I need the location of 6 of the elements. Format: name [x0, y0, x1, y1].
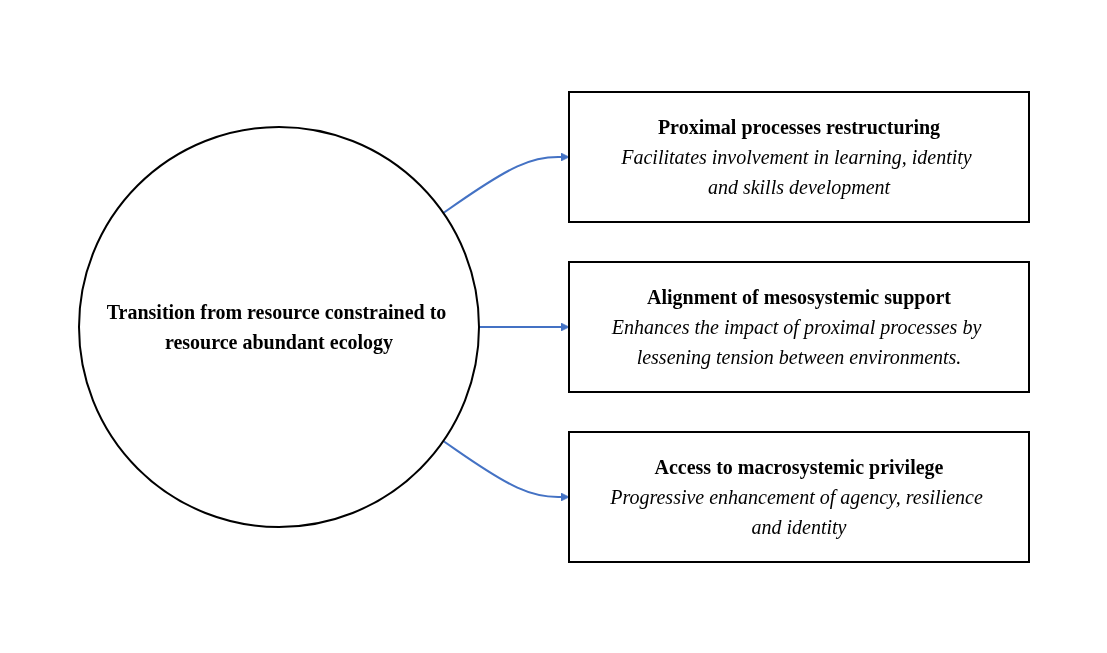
node-box: Proximal processes restructuring Facilitates involvement in learning, identity and skills development: [567, 90, 1030, 223]
arrow: [441, 439, 569, 501]
node-box: Alignment of mesosystemic support Enhances the impact of proximal processes by lessening tension between environments.: [567, 260, 1030, 393]
arrow: [441, 152, 569, 214]
node-circle: Transition from resource constrained to resource abundant ecology: [77, 125, 480, 528]
node-box: Access to macrosystemic privilege Progressive enhancement of agency, resilience and identity: [567, 430, 1030, 563]
